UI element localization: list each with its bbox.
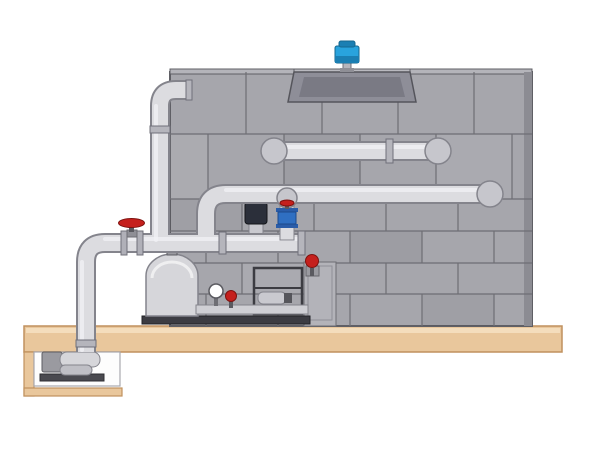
sump-pump <box>39 349 105 382</box>
gate-valve-flange-left <box>120 230 128 256</box>
roof-access-hatch <box>287 68 417 103</box>
upper-pipe-band <box>385 138 394 164</box>
blue-check-valve <box>276 187 298 241</box>
booster-pump-motor <box>244 201 268 225</box>
slab-top-highlight <box>26 328 560 333</box>
riser-pipe-band <box>149 125 171 134</box>
pipe-network <box>75 79 504 352</box>
drain-valve-handwheel <box>305 254 319 268</box>
pump-skid-base <box>141 315 311 325</box>
gate-valve-handwheel <box>118 218 145 228</box>
upper-pipe-left-coupling <box>260 137 288 165</box>
sump-pump-motor <box>41 351 63 373</box>
discharge-header-pipe <box>198 186 490 246</box>
red-gate-valve <box>118 218 145 256</box>
riser-entry-flange <box>185 79 193 101</box>
vessel-highlight <box>150 260 194 279</box>
check-valve-handwheel <box>279 199 295 207</box>
header-pipe-right-coupling <box>476 180 504 208</box>
cabinet-door-inner <box>307 265 333 321</box>
main-suction-pipe <box>78 235 303 352</box>
sensor-base-flange <box>340 68 354 72</box>
gauge-stem <box>214 297 218 306</box>
check-valve-body <box>277 211 297 225</box>
check-valve-flange-top <box>276 208 298 212</box>
drop-pipe-flange <box>75 339 97 348</box>
skid-manifold-pipe <box>195 304 309 315</box>
tank-inlet-riser-pipe <box>152 82 190 242</box>
red-drain-valve <box>305 254 320 277</box>
pressure-gauge <box>208 283 224 299</box>
concrete-plinth <box>23 325 563 397</box>
drain-valve-stem <box>310 268 314 276</box>
gate-valve-flange-right <box>136 230 144 256</box>
aux-pump-body <box>257 291 287 305</box>
sump-pump-lower-cylinder <box>59 364 93 376</box>
suction-pipe-band <box>218 231 227 255</box>
hatch-inner <box>299 77 405 97</box>
upper-pipe-right-coupling <box>424 137 452 165</box>
aux-valve-handwheel <box>225 290 237 302</box>
sensor-top-cap <box>338 40 356 48</box>
level-sensor <box>334 40 360 72</box>
sensor-lower-band <box>335 56 359 63</box>
check-valve-flange-bottom <box>276 224 298 228</box>
suction-end-flange <box>297 230 306 256</box>
valve-assemblies <box>118 187 320 277</box>
aux-pump-motor <box>284 293 292 303</box>
aux-valve-stem <box>229 300 233 308</box>
pit-floor-wall <box>23 387 123 397</box>
